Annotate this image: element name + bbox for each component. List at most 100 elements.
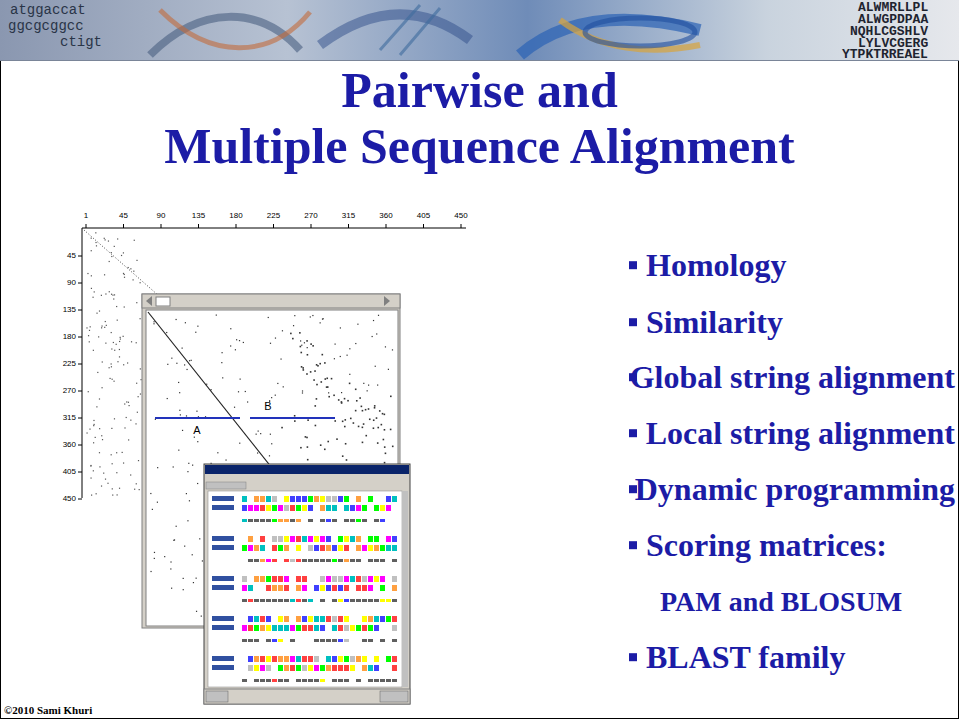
residue-cell <box>380 679 385 682</box>
dot <box>388 369 389 370</box>
axis-number: 270 <box>304 211 317 221</box>
residue-cell <box>386 505 391 511</box>
dot <box>87 273 88 274</box>
sub-item: PAM and BLOSUM <box>660 585 902 619</box>
dot <box>114 294 115 295</box>
residue-cell <box>266 625 271 631</box>
axis-number: 450 <box>454 211 467 221</box>
residue-cell <box>290 625 295 631</box>
residue-cell <box>248 585 253 591</box>
residue-cell <box>314 496 319 502</box>
dot <box>245 391 246 392</box>
residue-cell <box>362 656 367 662</box>
dot <box>90 465 91 466</box>
dot <box>153 321 154 322</box>
dot <box>108 240 109 241</box>
dot <box>334 420 336 422</box>
axis-number: 225 <box>63 359 76 369</box>
axis-number: 90 <box>67 278 76 288</box>
axis-number: 405 <box>417 211 430 221</box>
residue-cell <box>254 559 259 562</box>
dot <box>123 336 124 337</box>
dot <box>302 390 303 391</box>
dot <box>338 399 340 401</box>
residue-cell <box>272 656 277 662</box>
residue-cell <box>356 576 361 582</box>
dot <box>140 393 141 394</box>
dot <box>185 322 186 323</box>
axis-number: 405 <box>63 467 76 477</box>
residue-cell <box>278 679 283 682</box>
dot <box>382 413 384 415</box>
residue-cell <box>278 665 283 671</box>
dot <box>120 338 121 339</box>
dot <box>384 429 386 431</box>
row-label <box>212 496 234 501</box>
dot <box>328 396 330 398</box>
dot <box>390 429 392 431</box>
dot <box>344 419 346 421</box>
residue-cell <box>350 656 355 662</box>
dot <box>184 546 185 547</box>
residue-cell <box>344 599 349 602</box>
dot <box>113 342 114 343</box>
banner-sequence: ggcgcggcc <box>8 18 84 35</box>
residue-cell <box>332 585 337 591</box>
residue-cell <box>338 576 343 582</box>
residue-cell <box>248 665 253 671</box>
residue-cell <box>326 505 331 511</box>
dot <box>376 417 378 419</box>
dot <box>133 271 134 272</box>
dot <box>99 466 100 467</box>
residue-cell <box>368 625 373 631</box>
axis-tick <box>386 224 387 228</box>
dot <box>86 327 87 328</box>
residue-cell <box>326 616 331 622</box>
dot <box>98 336 99 337</box>
dot <box>195 332 196 333</box>
residue-cell <box>266 559 271 562</box>
residue-cell <box>338 656 343 662</box>
residue-cell <box>338 545 343 551</box>
residue-cell <box>314 665 319 671</box>
residue-cell <box>242 679 247 682</box>
dot <box>111 363 112 364</box>
residue-cell <box>380 639 385 642</box>
dot <box>137 412 138 413</box>
axis-number: 90 <box>157 211 166 221</box>
dot <box>268 317 269 318</box>
dot <box>188 463 189 464</box>
dot <box>186 415 187 416</box>
dot <box>178 382 179 383</box>
residue-cell <box>392 599 397 602</box>
dot <box>290 333 292 335</box>
residue-cell <box>350 625 355 631</box>
dot <box>283 386 284 387</box>
dot <box>104 327 105 328</box>
residue-cell <box>302 656 307 662</box>
residue-cell <box>368 496 373 502</box>
residue-cell <box>362 665 367 671</box>
dot <box>101 295 102 296</box>
residue-cell <box>344 559 349 562</box>
dot <box>328 392 329 393</box>
residue-cell <box>266 665 271 671</box>
dot <box>128 402 129 403</box>
residue-cell <box>332 505 337 511</box>
dot <box>355 343 356 344</box>
dot <box>271 397 272 398</box>
dot <box>182 348 183 349</box>
residue-cell <box>356 519 361 522</box>
residue-cell <box>308 496 313 502</box>
residue-cell <box>332 519 337 522</box>
residue-cell <box>332 679 337 682</box>
dot <box>124 274 125 275</box>
dot <box>197 326 198 327</box>
residue-cell <box>350 519 355 522</box>
residue-cell <box>266 496 271 502</box>
residue-cell <box>284 545 289 551</box>
residue-cell <box>308 665 313 671</box>
residue-cell <box>266 576 271 582</box>
residue-cell <box>308 559 313 562</box>
dot <box>293 325 294 326</box>
